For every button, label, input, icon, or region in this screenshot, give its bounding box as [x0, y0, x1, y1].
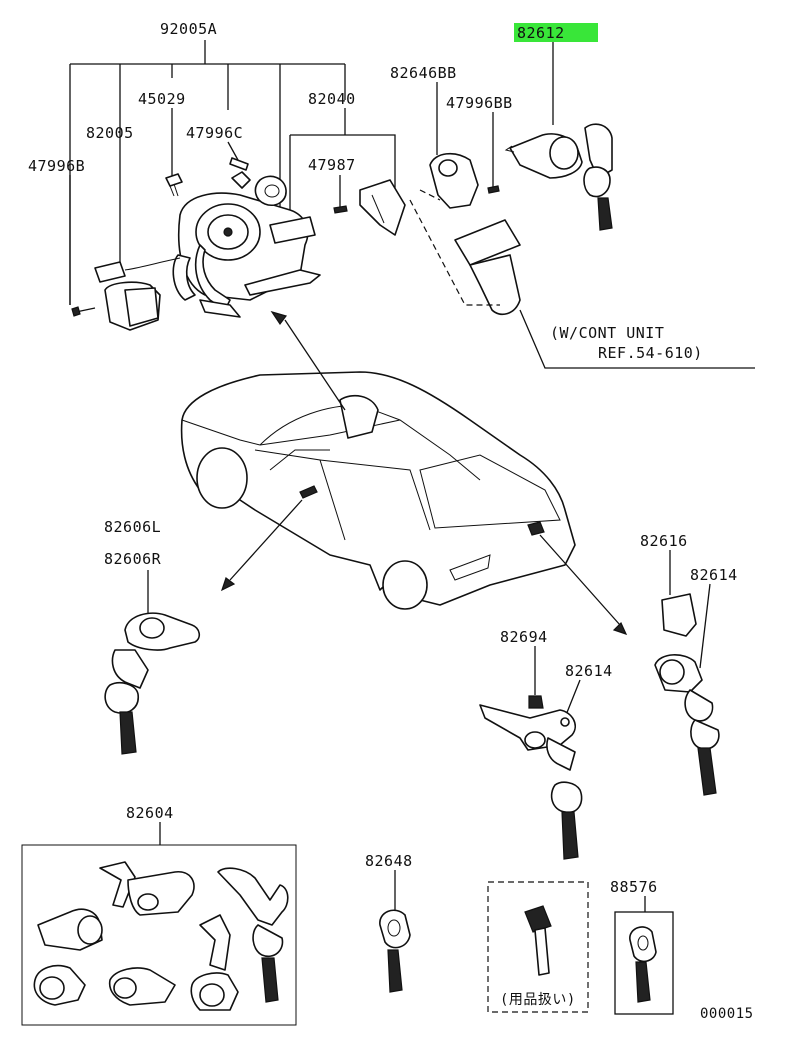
pin-47996BB-icon [487, 185, 500, 194]
trunk-cylinder-a-icon [654, 654, 720, 796]
label-47996BB[interactable]: 47996BB [446, 94, 513, 112]
key-cylinder-82612-icon [504, 123, 613, 231]
steering-lock-body-icon [172, 171, 321, 318]
connector-82005-icon [94, 257, 181, 331]
screw-45029-icon [165, 173, 183, 197]
lock-set-box [21, 844, 297, 1026]
pin-47996C-icon [229, 157, 249, 171]
label-82612[interactable]: 82612 [517, 24, 565, 42]
label-82606L[interactable]: 82606L [104, 518, 161, 536]
screw-47996B-icon [71, 306, 96, 317]
key-88576-group: 88576 [610, 878, 674, 1015]
bracket-82040-icon [359, 179, 406, 236]
label-92005A[interactable]: 92005A [160, 20, 217, 38]
label-82694[interactable]: 82694 [500, 628, 548, 646]
accessory-key-icon [524, 905, 552, 976]
clip-82616-icon [661, 593, 697, 637]
label-82040[interactable]: 82040 [308, 90, 356, 108]
label-47996C[interactable]: 47996C [186, 124, 243, 142]
trunk-cylinder-b-icon [479, 704, 583, 860]
label-47996B[interactable]: 47996B [28, 157, 85, 175]
control-unit-icon [454, 219, 521, 316]
door-lock-group: 82606L 82606R [104, 518, 201, 755]
label-82614-a[interactable]: 82614 [690, 566, 738, 584]
accessory-box [487, 881, 589, 1013]
label-82604[interactable]: 82604 [126, 804, 174, 822]
label-82646BB[interactable]: 82646BB [390, 64, 457, 82]
key-88576-icon [629, 926, 657, 1003]
label-47987[interactable]: 47987 [308, 156, 356, 174]
label-82005[interactable]: 82005 [86, 124, 134, 142]
lock-set-group: 82604 [21, 804, 297, 1026]
label-82648[interactable]: 82648 [365, 852, 413, 870]
jp-accessory-note[interactable]: (用品扱い) [500, 992, 576, 1008]
ignition-cylinder-group: 82612 82646BB 47996BB (W/CONT UNIT [390, 23, 755, 369]
label-88576[interactable]: 88576 [610, 878, 658, 896]
label-82606R[interactable]: 82606R [104, 550, 162, 568]
steering-lock-group: 92005A 45029 82005 47996C 47996B 82040 4… [28, 20, 406, 331]
label-82614-b[interactable]: 82614 [565, 662, 613, 680]
accessory-key-group: (用品扱い) [487, 881, 589, 1013]
key-82648-icon [379, 909, 411, 993]
pin-47987-icon [333, 205, 348, 214]
arrows [220, 310, 628, 636]
ref-note-line1[interactable]: (W/CONT UNIT [550, 324, 664, 342]
lock-set-parts-icon [33, 861, 289, 1011]
diagram-code: 000015 [700, 1006, 754, 1022]
switch-82646BB-icon [429, 152, 479, 209]
highlight-82612 [514, 23, 598, 42]
nut-82694-icon [528, 695, 544, 709]
ref-note-line2[interactable]: REF.54-610) [598, 344, 703, 362]
key-82648-group: 82648 [365, 852, 413, 993]
car-outline-icon [180, 371, 576, 610]
trunk-lock-group: 82616 82614 82694 82614 [479, 532, 738, 860]
key-88576-box [614, 911, 674, 1015]
label-82616[interactable]: 82616 [640, 532, 688, 550]
label-45029[interactable]: 45029 [138, 90, 186, 108]
door-lock-cylinder-icon [104, 612, 201, 755]
